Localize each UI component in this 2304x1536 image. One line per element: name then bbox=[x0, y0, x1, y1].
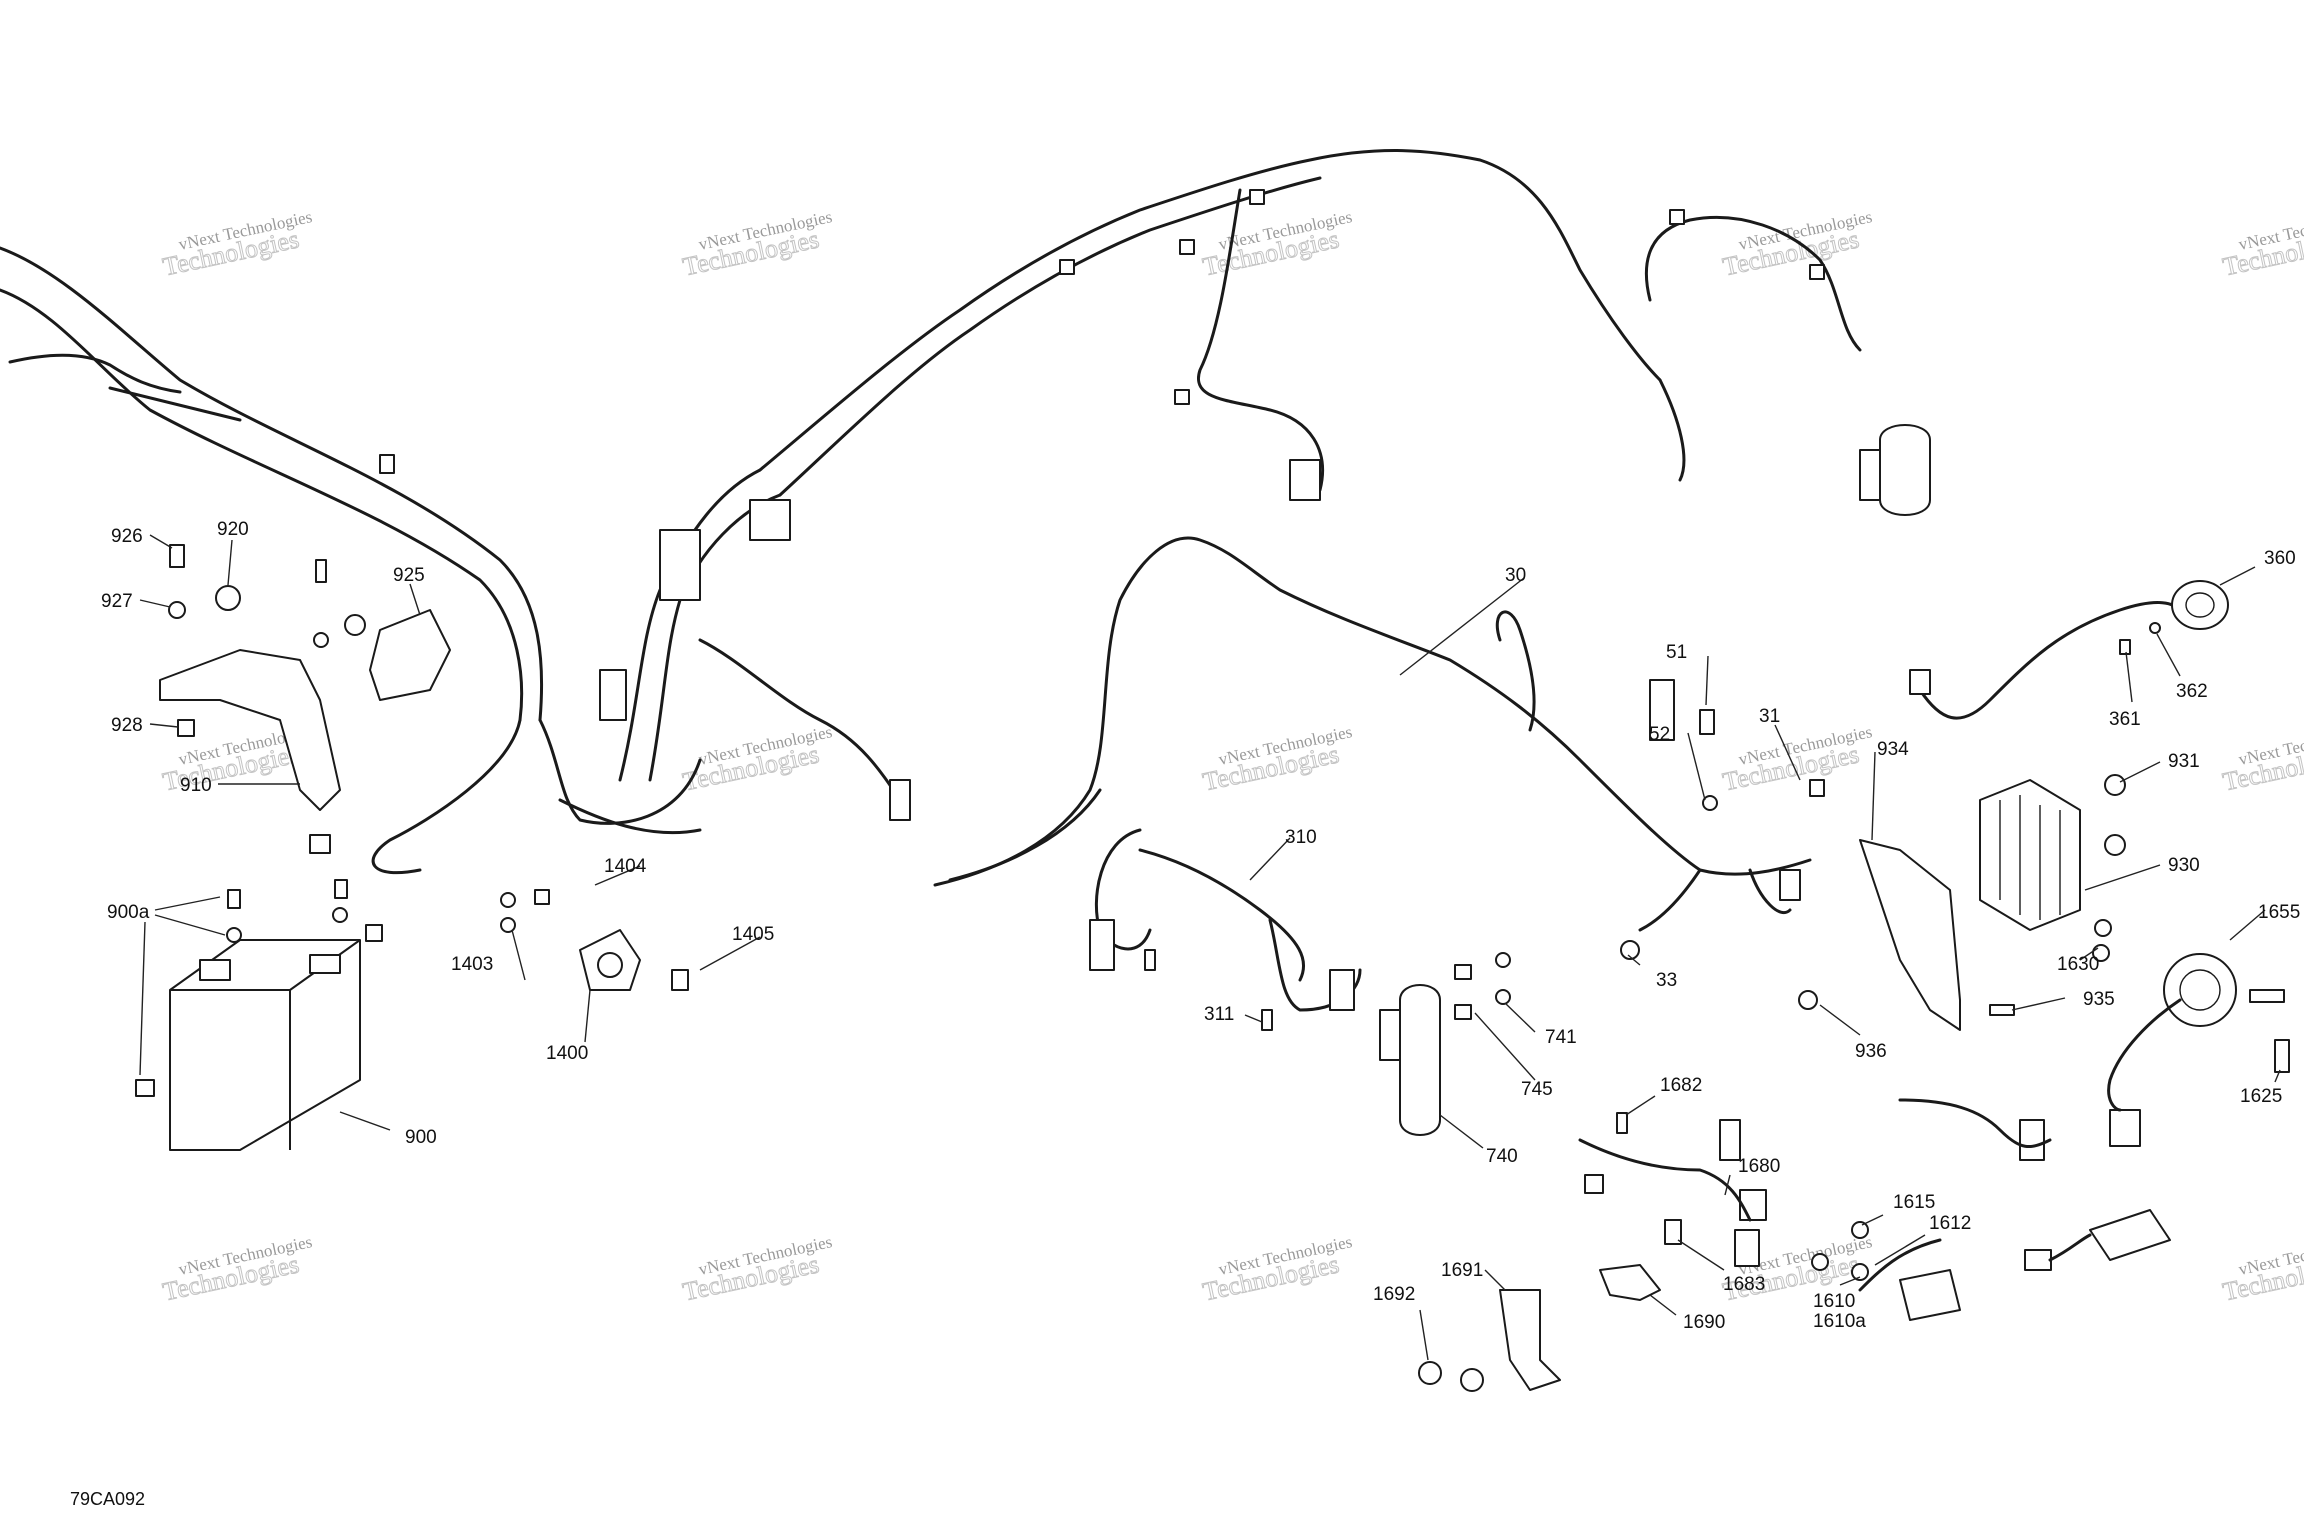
callout-745: 745 bbox=[1521, 1079, 1553, 1100]
relay-unit bbox=[1899, 1269, 1961, 1321]
harness-360 bbox=[1918, 601, 2182, 720]
callout-925: 925 bbox=[393, 565, 425, 586]
callout-labels: 926 920 927 925 928 910 900a 900 1404 14… bbox=[101, 519, 2300, 1333]
callout-1655: 1655 bbox=[2258, 902, 2300, 923]
callout-741: 741 bbox=[1545, 1027, 1577, 1048]
module-bracket bbox=[1859, 839, 1961, 1031]
callout-1683: 1683 bbox=[1723, 1274, 1765, 1295]
starter-solenoid bbox=[579, 929, 641, 991]
callout-1404: 1404 bbox=[604, 856, 647, 877]
watermark: vNext Technologies Technologies bbox=[160, 207, 314, 282]
watermark: vNext Technologies Technologies bbox=[680, 722, 834, 797]
callout-935: 935 bbox=[2083, 989, 2115, 1010]
watermark: vNext Technologies Technologies bbox=[680, 1232, 834, 1307]
callout-936: 936 bbox=[1855, 1041, 1887, 1062]
relay-cover bbox=[344, 609, 451, 701]
callout-1405: 1405 bbox=[732, 924, 774, 945]
callout-900: 900 bbox=[405, 1127, 437, 1148]
callout-1400: 1400 bbox=[546, 1043, 588, 1064]
battery bbox=[169, 939, 361, 1151]
callout-33: 33 bbox=[1656, 970, 1677, 991]
callout-930: 930 bbox=[2168, 855, 2200, 876]
callout-740: 740 bbox=[1486, 1146, 1518, 1167]
callout-51: 51 bbox=[1666, 642, 1687, 663]
watermarks: vNext Technologies Technologies vNext Te… bbox=[160, 207, 2304, 1307]
callout-1691: 1691 bbox=[1441, 1260, 1483, 1281]
drawing-code: 79CA092 bbox=[70, 1489, 145, 1509]
light-unit-upper bbox=[1859, 424, 1931, 516]
callout-1610: 1610 bbox=[1813, 1291, 1855, 1312]
callout-1630: 1630 bbox=[2057, 954, 2099, 975]
callout-1680: 1680 bbox=[1738, 1156, 1780, 1177]
callout-1612: 1612 bbox=[1929, 1213, 1971, 1234]
fasteners bbox=[135, 544, 2290, 1392]
callout-311: 311 bbox=[1204, 1004, 1234, 1025]
watermark: vNext Technologies Technologies bbox=[2220, 722, 2304, 797]
watermark: vNext Technologies Technologies bbox=[1200, 1232, 1354, 1307]
connector-module bbox=[2089, 1209, 2171, 1261]
watermark: vNext Technologies Technologies bbox=[1720, 722, 1874, 797]
callout-900a: 900a bbox=[107, 902, 150, 923]
callout-1692: 1692 bbox=[1373, 1284, 1415, 1305]
callout-310: 310 bbox=[1285, 827, 1317, 848]
harness-310 bbox=[1094, 828, 1362, 1012]
callout-360: 360 bbox=[2264, 548, 2296, 569]
leader-lines bbox=[139, 534, 2281, 1361]
sensor-bracket bbox=[1499, 1289, 1561, 1391]
watermark: vNext Technologies Technologies bbox=[160, 1232, 314, 1307]
connectors bbox=[379, 189, 2182, 1292]
battery-bracket bbox=[159, 649, 341, 811]
grommet bbox=[2171, 580, 2229, 630]
watermark: vNext Technologies Technologies bbox=[2220, 207, 2304, 282]
callout-1615: 1615 bbox=[1893, 1192, 1935, 1213]
callout-52: 52 bbox=[1649, 724, 1670, 745]
watermark: vNext Technologies Technologies bbox=[1200, 207, 1354, 282]
watermark: vNext Technologies Technologies bbox=[1200, 722, 1354, 797]
callout-920: 920 bbox=[217, 519, 249, 540]
callout-362: 362 bbox=[2176, 681, 2208, 702]
callout-1625: 1625 bbox=[2240, 1086, 2282, 1107]
callout-926: 926 bbox=[111, 526, 143, 547]
callout-1690: 1690 bbox=[1683, 1312, 1725, 1333]
callout-910: 910 bbox=[180, 775, 212, 796]
horn bbox=[2163, 953, 2237, 1027]
callout-1682: 1682 bbox=[1660, 1075, 1702, 1096]
watermark: vNext Technologies Technologies bbox=[680, 207, 834, 282]
callout-1403: 1403 bbox=[451, 954, 493, 975]
callout-1610a: 1610a bbox=[1813, 1311, 1866, 1332]
watermark: vNext Technologies Technologies bbox=[2220, 1232, 2304, 1307]
light-unit bbox=[1379, 984, 1441, 1136]
callout-30: 30 bbox=[1505, 565, 1526, 586]
callout-934: 934 bbox=[1877, 739, 1909, 760]
harness-30 bbox=[933, 536, 1812, 932]
harness-main bbox=[0, 149, 1862, 875]
callout-928: 928 bbox=[111, 715, 143, 736]
control-module bbox=[1979, 779, 2081, 931]
callout-927: 927 bbox=[101, 591, 133, 612]
callout-361: 361 bbox=[2109, 709, 2141, 730]
callout-31: 31 bbox=[1759, 706, 1780, 727]
callout-931: 931 bbox=[2168, 751, 2200, 772]
